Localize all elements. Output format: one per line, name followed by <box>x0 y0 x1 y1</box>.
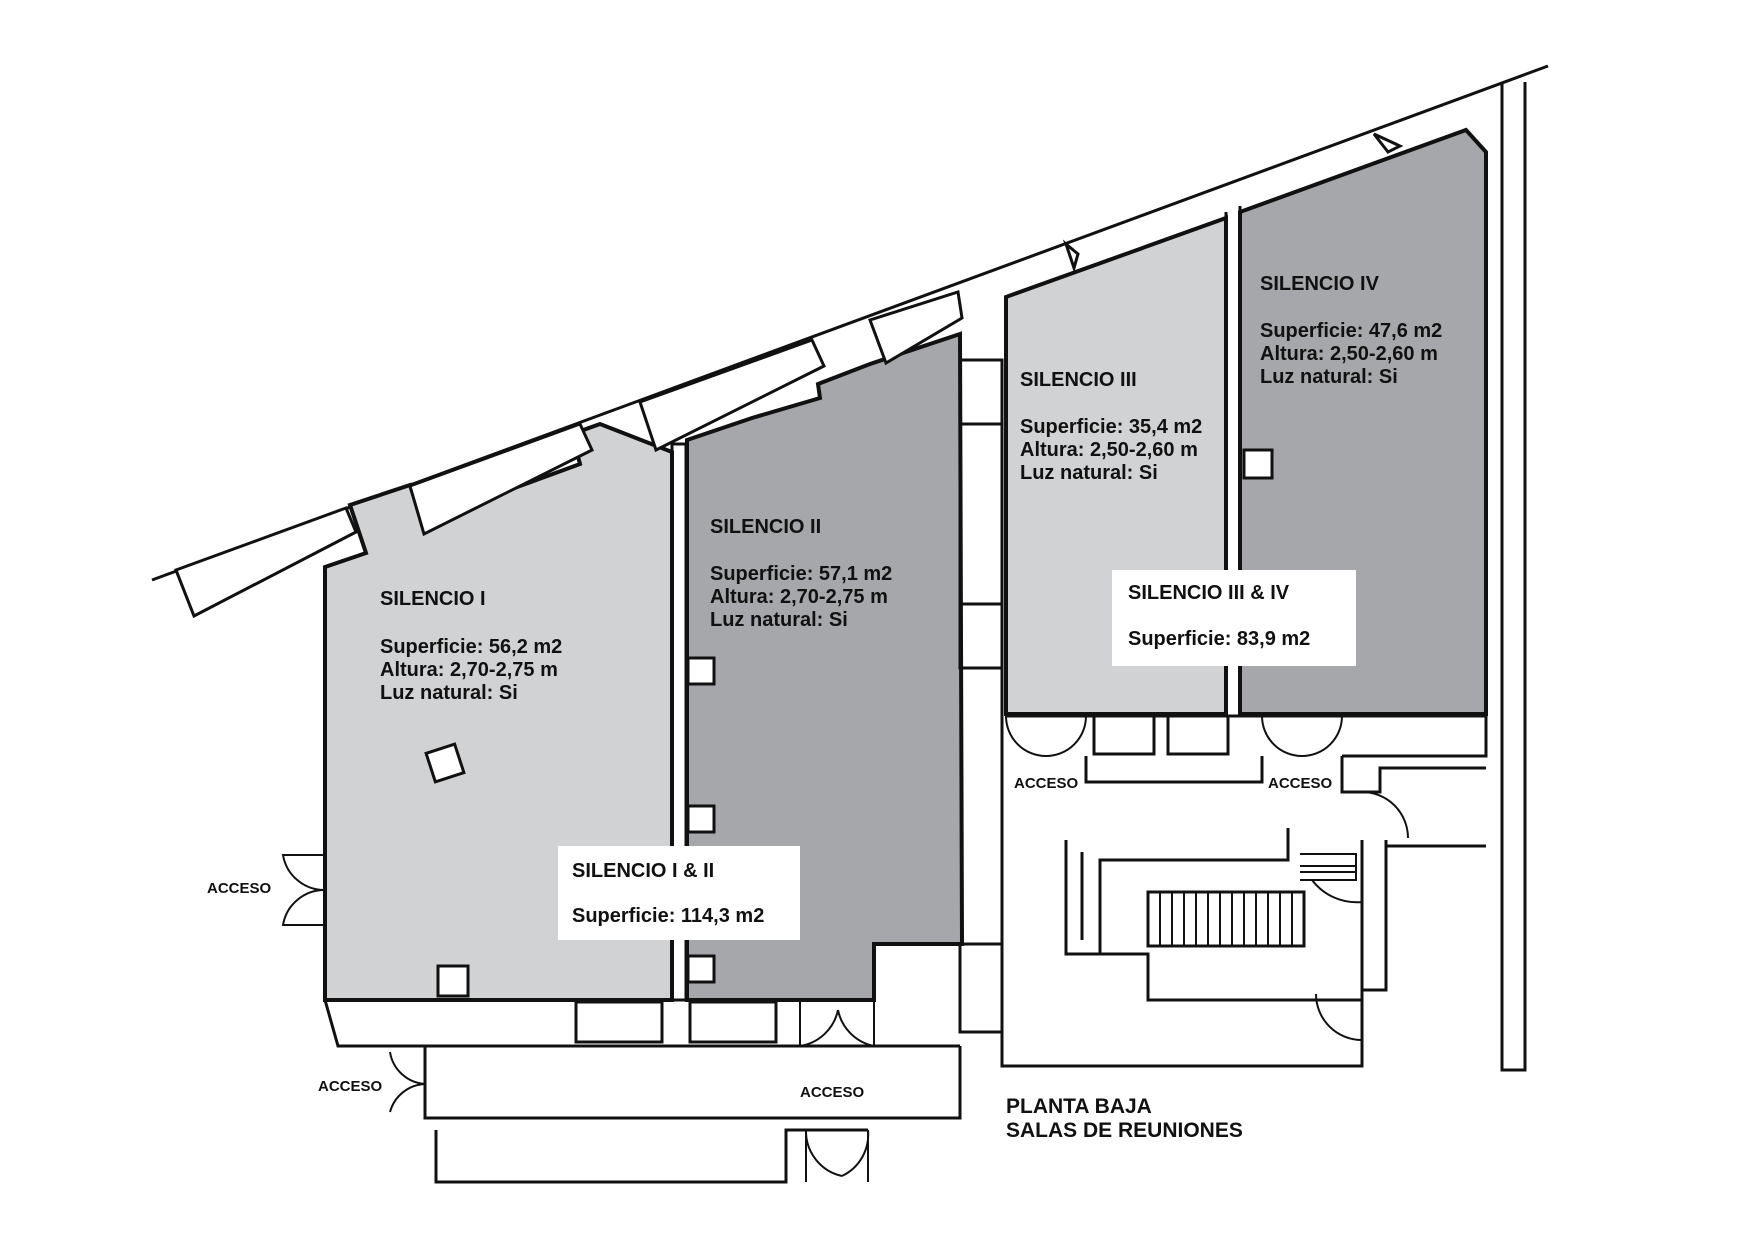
doors <box>281 715 1343 1182</box>
room-name: SILENCIO II <box>710 516 821 538</box>
access-label: ACCESO <box>800 1084 865 1101</box>
lower-corridor <box>323 567 962 1184</box>
room-silencio-2-label: SILENCIO II Superficie: 57,1 m2 Altura: … <box>710 516 892 631</box>
room-silencio-2 <box>685 331 965 1002</box>
room-surface: Superficie: 57,1 m2 <box>710 563 892 585</box>
room-silencio-1-label: SILENCIO I Superficie: 56,2 m2 Altura: 2… <box>380 588 562 704</box>
access-label: ACCESO <box>1014 775 1079 792</box>
access-label: ACCESO <box>318 1078 383 1095</box>
service-block <box>1000 714 1488 1068</box>
room-silencio-3-label: SILENCIO III Superficie: 35,4 m2 Altura:… <box>1020 369 1202 484</box>
room-surface: Superficie: 35,4 m2 <box>1020 416 1202 438</box>
room-daylight: Luz natural: Si <box>710 609 848 631</box>
combined-label-box-1-2 <box>558 846 800 940</box>
room-height: Altura: 2,50-2,60 m <box>1260 343 1438 365</box>
room-daylight: Luz natural: Si <box>1260 366 1398 388</box>
room-daylight: Luz natural: Si <box>380 682 518 704</box>
facade-windows <box>174 132 1404 619</box>
plan-title: PLANTA BAJA SALAS DE REUNIONES <box>1006 1095 1243 1142</box>
combined-silencio-1-2-label: SILENCIO I & II Superficie: 114,3 m2 <box>572 860 764 927</box>
plan-title-line-2: SALAS DE REUNIONES <box>1006 1119 1243 1142</box>
room-daylight: Luz natural: Si <box>1020 462 1158 484</box>
access-label: ACCESO <box>207 880 272 897</box>
room-height: Altura: 2,50-2,60 m <box>1020 439 1198 461</box>
combined-silencio-3-4-label: SILENCIO III & IV Superficie: 83,9 m2 <box>1128 582 1310 650</box>
room-surface: Superficie: 56,2 m2 <box>380 636 562 658</box>
room-name: SILENCIO III <box>1020 369 1137 391</box>
room-surface: Superficie: 47,6 m2 <box>1260 320 1442 342</box>
room-name: SILENCIO I <box>380 588 486 610</box>
combined-name: SILENCIO III & IV <box>1128 582 1290 604</box>
room-height: Altura: 2,70-2,75 m <box>710 586 888 608</box>
room-silencio-4-label: SILENCIO IV Superficie: 47,6 m2 Altura: … <box>1260 273 1442 388</box>
columns <box>424 448 1274 998</box>
room-height: Altura: 2,70-2,75 m <box>380 659 558 681</box>
access-label: ACCESO <box>1268 775 1333 792</box>
combined-surface: Superficie: 83,9 m2 <box>1128 628 1310 650</box>
combined-surface: Superficie: 114,3 m2 <box>572 905 764 927</box>
room-name: SILENCIO IV <box>1260 273 1380 295</box>
stairs <box>1159 892 1293 946</box>
plan-title-line-1: PLANTA BAJA <box>1006 1095 1152 1118</box>
combined-label-box-3-4 <box>1112 570 1356 666</box>
combined-name: SILENCIO I & II <box>572 860 714 882</box>
